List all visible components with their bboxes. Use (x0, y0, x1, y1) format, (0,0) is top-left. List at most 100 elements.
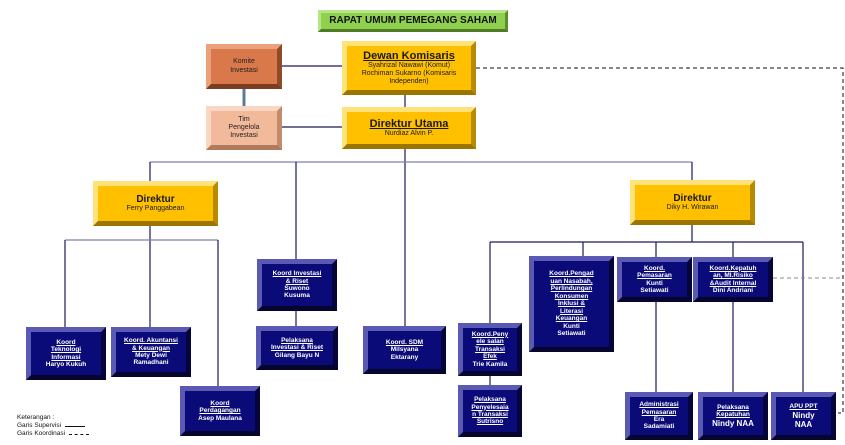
pel-ir-t1: Pelaksana (281, 336, 313, 344)
dirut-title: Direktur Utama (369, 117, 449, 130)
direktur-ferry-box[interactable]: Direktur Ferry Panggabean (93, 181, 218, 226)
direktur-diky-box[interactable]: Direktur Diky H. Wirawan (630, 180, 755, 225)
koord-sdm-box[interactable]: Koord. SDM Milsyana Ektarany (363, 326, 446, 374)
koord-kepatuhan-box[interactable]: Koord.Kepatuh an, MI.Risiko &Audit Inter… (693, 257, 773, 302)
koord-sdm-t1: Koord. SDM (385, 338, 424, 346)
dashed-line-dewan-apu (476, 67, 844, 414)
koord-ir-n1: Suwono (284, 285, 310, 292)
koord-ak-n2: Ramadhani (133, 359, 169, 367)
koord-ti-t2: Teknologi (50, 346, 82, 354)
tim-pengelola-box[interactable]: Tim Pengelola Investasi (206, 106, 282, 150)
pel-kp-t2: Kepatuhan (716, 411, 750, 419)
koord-investasi-riset-box[interactable]: Koord Investasi & Riset Suwono Kusuma (257, 259, 337, 311)
solid-line-swatch (65, 425, 86, 427)
pel-kp-t1: Pelaksana (717, 403, 749, 411)
koord-pte-t2: ele salan (476, 338, 504, 346)
legend-solid-row: Garis Supervisi (17, 422, 89, 430)
koord-teknologi-informasi-box[interactable]: Koord Teknologi Informasi Haryo Kukuh (26, 327, 106, 380)
adm-pm-n1: Era (653, 416, 665, 423)
legend-heading: Keterangan : (17, 414, 55, 421)
dir1-name: Ferry Panggabean (126, 205, 185, 213)
dewan-line2: Rochiman Sukarno (Komisaris (361, 70, 457, 78)
koord-pd-name: Asep Maulana (198, 414, 242, 422)
dewan-title: Dewan Komisaris (363, 49, 455, 62)
dir2-title: Direktur (673, 192, 712, 204)
koord-pn-t6: Literasi (559, 307, 584, 315)
pel-pte-t4: Sutrisno (476, 418, 504, 426)
koord-ak-n1: Mety Dewi (135, 352, 167, 359)
tim-sub1: Pengelola (228, 123, 260, 131)
koord-pte-t1: Koord.Peny (471, 330, 509, 338)
dirut-name: Nurdiaz Alvin P. (384, 130, 434, 138)
koord-kp-t2: an, MI.Risiko (713, 272, 753, 280)
koord-ir-n2: Kusuma (284, 292, 310, 300)
koord-pn-n1: Kunti (563, 322, 580, 330)
koord-ti-name: Haryo Kukuh (45, 360, 87, 368)
koord-sdm-n2: Ektarany (390, 353, 419, 361)
koord-pn-t5: Inklusi & (557, 300, 586, 308)
dewan-komisaris-box[interactable]: Dewan Komisaris Syahrizal Nawawi (Komut)… (342, 41, 476, 95)
rups-title: RAPAT UMUM PEMEGANG SAHAM (329, 15, 497, 27)
pel-kp-name: Nindy NAA (712, 418, 754, 428)
direktur-utama-box[interactable]: Direktur Utama Nurdiaz Alvin P. (342, 107, 476, 149)
administrasi-pemasaran-box[interactable]: Administrasi Pemasaran Era Sadamiati (625, 392, 693, 440)
koord-pd-t2: Perdagangan (199, 407, 241, 415)
koord-ir-t1: Koord Investasi (272, 270, 322, 278)
dashed-line-swatch (69, 433, 90, 435)
koord-ti-t3: Informasi (51, 353, 81, 361)
dewan-line1: Syahrizal Nawawi (Komut) (367, 62, 451, 70)
koord-pm-n1: Kunti (646, 279, 663, 287)
adm-pm-t1: Administrasi (639, 401, 679, 409)
komite-investasi-box[interactable]: Komite Investasi (206, 44, 282, 89)
koord-kp-t1: Koord.Kepatuh (709, 264, 757, 272)
legend-solid-label: Garis Supervisi (17, 422, 62, 430)
koord-pn-t7: Keuangan (555, 315, 588, 323)
koord-pte-t3: Transaksi (475, 345, 505, 353)
pel-ir-name: Gilang Bayu N (274, 351, 320, 359)
legend-dashed-row: Garis Koordinasi (17, 430, 90, 438)
koord-ak-t1: Koord. Akuntansi (124, 337, 178, 345)
koord-ak-t2: & Keuangan (132, 344, 170, 352)
pelaksana-investasi-riset-box[interactable]: Pelaksana Investasi & Riset Gilang Bayu … (256, 326, 338, 370)
tim-title: Tim (238, 115, 250, 123)
pelaksana-penyelesaian-transaksi-box[interactable]: Pelaksana Penyelesaia n Transaksi Sutris… (458, 385, 522, 437)
koord-pn-t4: Konsumen (554, 292, 589, 300)
koord-pte-name: Trie Kamila (472, 360, 508, 368)
legend-dashed-label: Garis Koordinasi (17, 430, 66, 438)
koord-pte-t4: Efek (483, 353, 497, 361)
apu-n1: Nindy (792, 410, 815, 420)
adm-pm-t2: Pemasaran (641, 408, 677, 416)
adm-pm-n2: Sadamiati (643, 423, 675, 431)
koord-akuntansi-box[interactable]: Koord. Akuntansi & Keuangan Mety Dewi Ra… (111, 327, 191, 377)
komite-sub: Investasi (230, 66, 258, 74)
dir1-title: Direktur (136, 193, 175, 205)
koord-pd-t1: Koord (210, 399, 230, 407)
koord-perdagangan-box[interactable]: Koord Perdagangan Asep Maulana (180, 386, 260, 436)
pel-pte-t1: Pelaksana (474, 396, 506, 404)
koord-pengaduan-nasabah-box[interactable]: Koord.Pengad uan Nasabah, Perlindungan K… (529, 256, 614, 352)
koord-pn-t2: uan Nasabah, (550, 277, 593, 285)
koord-kp-t3: &Audit Internal (709, 279, 757, 287)
koord-ti-t1: Koord (56, 338, 76, 346)
dir2-name: Diky H. Wirawan (666, 204, 719, 212)
apu-ppt-box[interactable]: APU PPT Nindy NAA (771, 392, 836, 440)
koord-kp-name: Dini Andriani (712, 286, 754, 294)
koord-sdm-n1: Milsyana (390, 346, 419, 354)
pel-pte-t3: n Transaksi (472, 411, 508, 418)
koord-pn-n2: Setiawati (557, 330, 586, 338)
apu-t1: APU PPT (789, 403, 818, 411)
koord-pm-t1: Koord. (644, 264, 665, 272)
rups-title-box: RAPAT UMUM PEMEGANG SAHAM (318, 10, 508, 32)
pelaksana-kepatuhan-box[interactable]: Pelaksana Kepatuhan Nindy NAA (698, 392, 768, 440)
koord-pn-t3: Perlindungan (550, 285, 593, 293)
koord-ir-t2: & Riset (285, 277, 309, 285)
apu-n2: NAA (794, 419, 813, 429)
pel-pte-t2: Penyelesaia (471, 403, 509, 411)
komite-title: Komite (233, 58, 255, 66)
pel-ir-t2: Investasi & Riset (270, 344, 324, 352)
koord-penyelesaian-transaksi-box[interactable]: Koord.Peny ele salan Transaksi Efek Trie… (458, 323, 522, 376)
dewan-line3: Independen) (389, 78, 429, 86)
koord-pm-t2: Pemasaran (637, 272, 672, 280)
koord-pemasaran-box[interactable]: Koord. Pemasaran Kunti Setiawati (617, 257, 692, 302)
